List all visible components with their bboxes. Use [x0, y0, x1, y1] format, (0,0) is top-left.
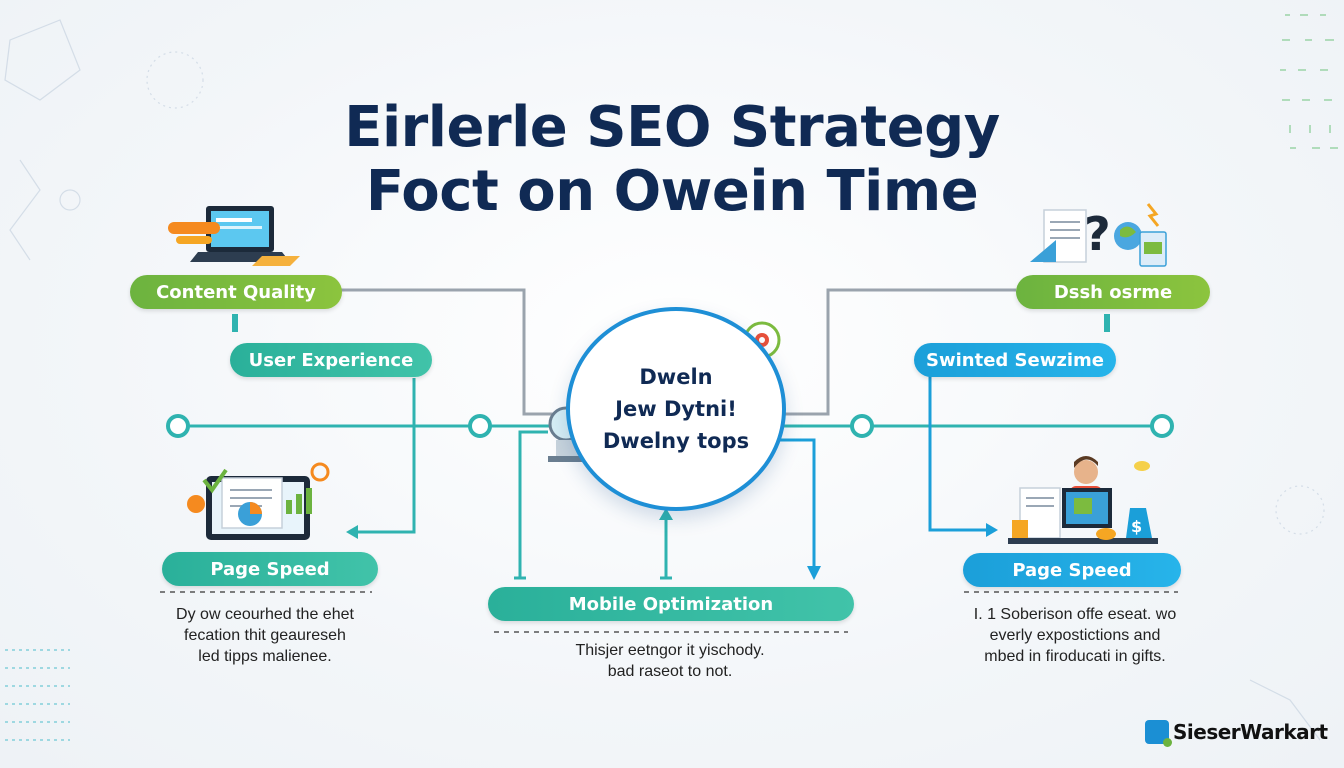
description-right-line: mbed in firoducati in gifts.: [984, 648, 1166, 665]
connector-user-experience: [356, 378, 416, 534]
description-left-line: fecation thit geaureseh: [184, 627, 346, 644]
arrow-head-down-right: [807, 566, 821, 580]
center-line-3: Dwelny tops: [602, 429, 750, 453]
marker-left: [232, 314, 238, 332]
svg-text:?: ?: [1084, 207, 1111, 261]
connector-swinted: [928, 376, 988, 532]
description-center-line: bad raseot to not.: [607, 663, 733, 680]
mobile-optimization-node: Mobile Optimization: [488, 587, 854, 621]
laptop-icon: [168, 206, 300, 266]
brand-logo: SieserWarkart: [1145, 718, 1328, 747]
connector-content-quality: [340, 288, 570, 416]
background-decorations: [4, 19, 1325, 741]
grid-decoration-top-right: [1280, 14, 1338, 149]
description-center-line: Thisjer eetngor it yischody.: [575, 642, 765, 659]
content-quality-node: Content Quality: [130, 275, 342, 309]
node-dot-left-2: [468, 414, 492, 438]
arrow-head-right: [986, 523, 998, 537]
analytics-tablet-icon: [187, 462, 330, 540]
connector-center-left: [518, 430, 548, 578]
description-left: Dy ow ceourhed the ehet fecation thit ge…: [140, 604, 390, 667]
title-line-1: Eirlerle SEO Strategy: [344, 95, 1000, 160]
description-center: Thisjer eetngor it yischody. bad raseot …: [520, 640, 820, 682]
description-right-line: everly expostictions and: [989, 627, 1161, 644]
connector-center-right: [770, 438, 816, 570]
page-speed-left-node: Page Speed: [162, 552, 378, 586]
center-line-1: Dweln: [639, 365, 713, 389]
description-right: I. 1 Soberison offe eseat. wo everly exp…: [950, 604, 1200, 667]
brand-mark-icon: [1145, 720, 1172, 747]
page-speed-right-node: Page Speed: [963, 553, 1181, 587]
arrow-head-center: [659, 508, 673, 520]
description-right-line: I. 1 Soberison offe eseat. wo: [973, 606, 1177, 623]
brand-name: SieserWarkart: [1173, 720, 1328, 744]
title-line-2: Foct on Owein Time: [365, 159, 979, 224]
user-experience-node: User Experience: [230, 343, 432, 377]
svg-text:$: $: [1131, 517, 1142, 536]
person-desk-icon: $: [1008, 456, 1158, 544]
description-left-line: led tipps malienee.: [198, 648, 332, 665]
documents-question-icon: ?: [1030, 203, 1167, 267]
swinted-node: Swinted Sewzime: [914, 343, 1116, 377]
center-line-2: Jew Dytni!: [615, 397, 737, 421]
grid-decoration-bottom-left: [5, 649, 70, 741]
node-dot-right-2: [1150, 414, 1174, 438]
center-circle: Dweln Jew Dytni! Dwelny tops: [566, 307, 786, 511]
marker-right: [1104, 314, 1110, 332]
description-left-line: Dy ow ceourhed the ehet: [176, 606, 354, 623]
arrow-head-left: [346, 525, 358, 539]
node-dot-right-1: [850, 414, 874, 438]
node-dot-left-1: [166, 414, 190, 438]
dash-osrme-node: Dssh osrme: [1016, 275, 1210, 309]
connector-dash: [780, 288, 1016, 416]
